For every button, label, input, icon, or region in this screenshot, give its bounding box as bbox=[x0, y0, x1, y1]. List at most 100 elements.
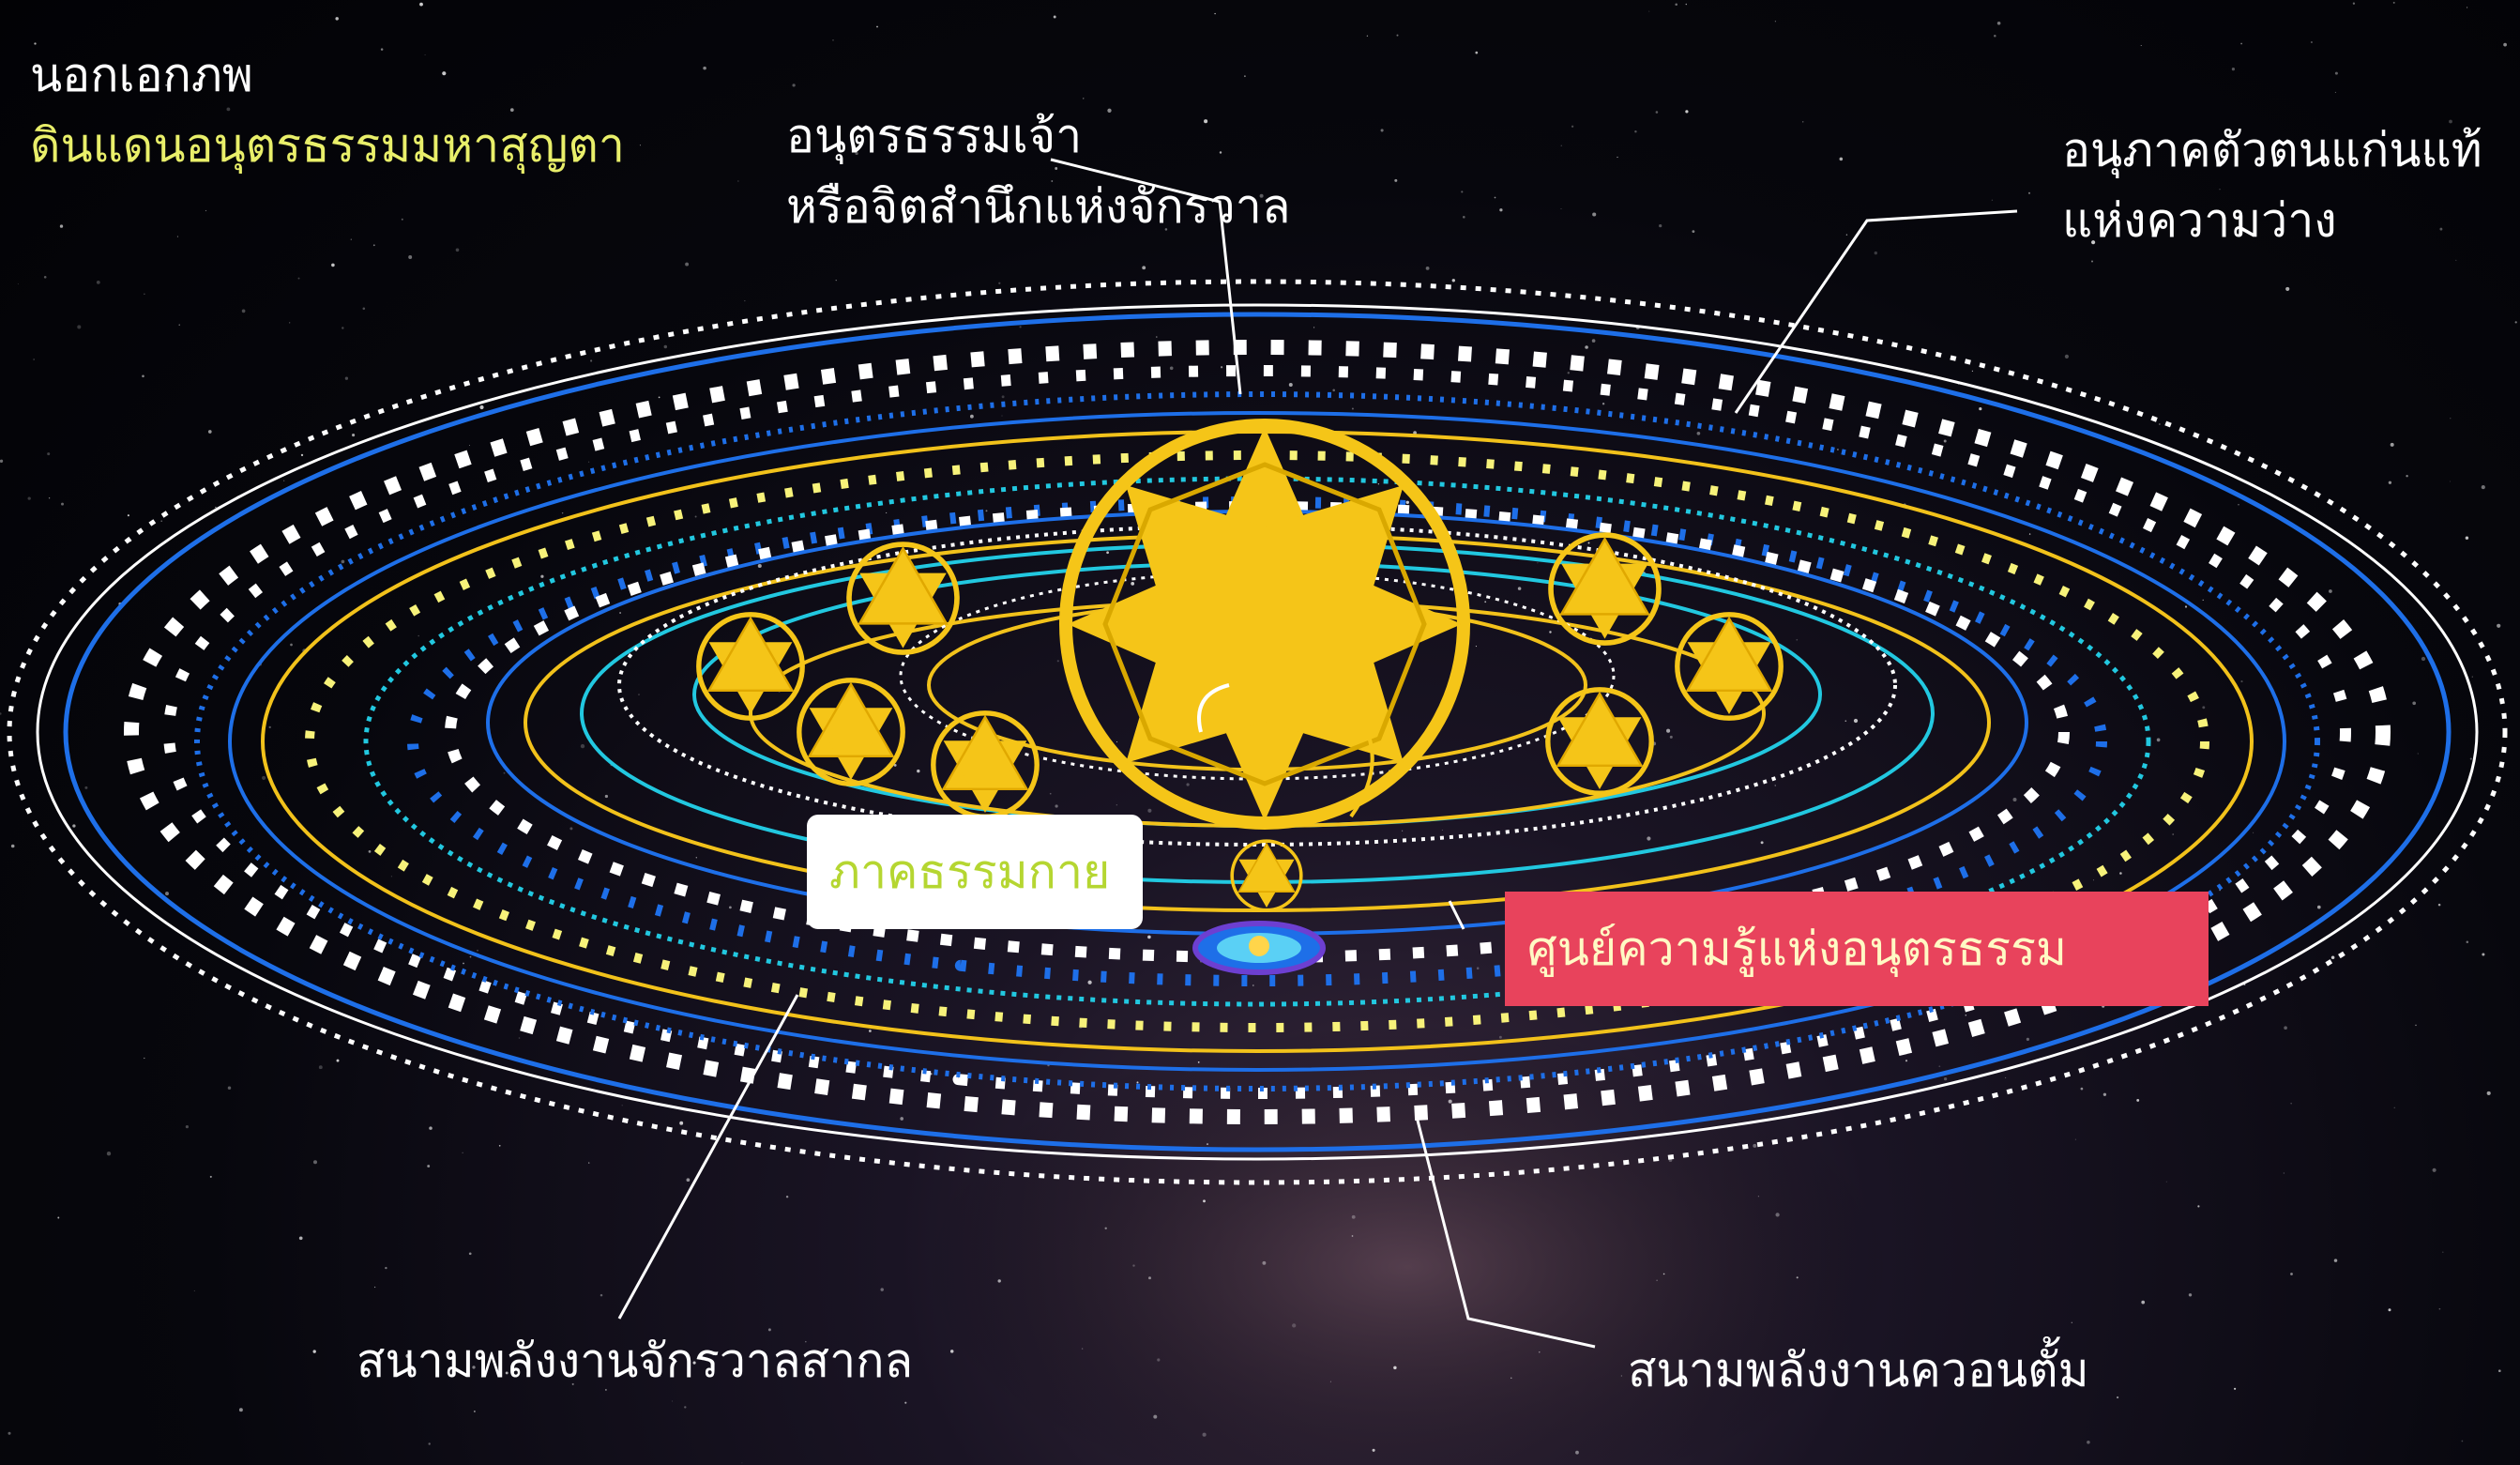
label-outside-universe: นอกเอกภพ bbox=[30, 48, 253, 102]
background-star bbox=[165, 84, 168, 86]
background-star bbox=[1087, 980, 1092, 984]
background-star bbox=[2392, 1, 2395, 4]
background-star bbox=[2465, 536, 2469, 540]
background-star bbox=[372, 244, 375, 247]
background-star bbox=[703, 66, 706, 70]
background-star bbox=[185, 1125, 189, 1129]
background-star bbox=[2283, 1172, 2285, 1174]
background-star bbox=[1634, 130, 1637, 133]
background-star bbox=[96, 281, 100, 284]
background-star bbox=[1971, 370, 1974, 373]
background-star bbox=[2172, 833, 2175, 835]
background-star bbox=[2184, 605, 2188, 608]
background-star bbox=[2423, 152, 2427, 155]
background-star bbox=[2074, 1138, 2076, 1140]
white-wavy-ring-inner bbox=[617, 524, 1897, 847]
background-star bbox=[350, 238, 352, 240]
background-star bbox=[427, 1165, 431, 1167]
background-star bbox=[876, 25, 878, 28]
background-star bbox=[2165, 1181, 2167, 1183]
background-star bbox=[209, 1175, 212, 1178]
background-star bbox=[2091, 240, 2096, 245]
background-star bbox=[1494, 196, 1496, 199]
background-star bbox=[1136, 1081, 1139, 1084]
background-star bbox=[362, 307, 366, 311]
background-star bbox=[1332, 389, 1335, 392]
background-star bbox=[238, 1408, 243, 1412]
background-star bbox=[2253, 832, 2254, 833]
background-star bbox=[1169, 366, 1174, 371]
background-star bbox=[619, 612, 622, 614]
background-star bbox=[2421, 656, 2426, 662]
background-star bbox=[1366, 35, 1369, 37]
background-star bbox=[886, 511, 888, 513]
background-star bbox=[1476, 967, 1480, 969]
label-universal-energy-field: สนามพลังงานจักรวาลสากล bbox=[357, 1334, 914, 1388]
background-star bbox=[1539, 1351, 1541, 1353]
background-star bbox=[2136, 1098, 2140, 1102]
background-star bbox=[1991, 199, 1994, 201]
background-star bbox=[2116, 1396, 2119, 1399]
background-star bbox=[1413, 431, 1417, 435]
background-star bbox=[10, 844, 15, 848]
background-star bbox=[479, 404, 484, 410]
background-star bbox=[1592, 212, 1597, 217]
background-star bbox=[1796, 1276, 1799, 1279]
background-star bbox=[2497, 623, 2501, 628]
background-star bbox=[692, 1361, 696, 1365]
background-star bbox=[342, 327, 344, 329]
background-star bbox=[331, 263, 335, 267]
background-star bbox=[1659, 223, 1662, 228]
small-star-icon bbox=[699, 615, 802, 718]
background-star bbox=[1116, 804, 1117, 806]
background-star bbox=[686, 1178, 691, 1183]
small-star-icon bbox=[1548, 690, 1651, 793]
background-star bbox=[2334, 71, 2338, 75]
small-star-icon bbox=[1551, 535, 1659, 643]
background-star bbox=[2064, 354, 2069, 359]
background-star bbox=[2231, 68, 2235, 71]
background-star bbox=[1560, 208, 1562, 209]
background-star bbox=[744, 300, 746, 302]
background-star bbox=[1517, 587, 1522, 590]
background-star bbox=[2417, 753, 2419, 755]
background-star bbox=[2202, 706, 2206, 710]
background-star bbox=[469, 955, 472, 958]
background-star bbox=[2005, 1076, 2007, 1078]
background-star bbox=[1475, 51, 1479, 54]
background-star bbox=[1380, 129, 1384, 132]
background-star bbox=[385, 1266, 387, 1270]
background-star bbox=[34, 42, 37, 45]
background-star bbox=[463, 962, 464, 965]
background-star bbox=[1685, 3, 1688, 6]
blue-ring-mid bbox=[228, 411, 2286, 1072]
background-star bbox=[2439, 227, 2443, 231]
background-star bbox=[998, 282, 1001, 284]
background-star bbox=[72, 824, 76, 828]
label-anuttara-void-realm: ดินแดนอนุตรธรรมมหาสุญตา bbox=[30, 118, 625, 173]
background-star bbox=[8, 1431, 11, 1435]
background-star bbox=[1405, 500, 1410, 505]
background-star bbox=[1848, 1364, 1850, 1366]
background-star bbox=[695, 857, 697, 859]
background-star bbox=[1001, 395, 1005, 399]
background-star bbox=[241, 309, 246, 313]
background-star bbox=[2090, 260, 2094, 263]
background-star bbox=[985, 510, 988, 512]
background-star bbox=[1463, 216, 1465, 219]
background-star bbox=[368, 850, 372, 853]
background-star bbox=[1329, 1381, 1331, 1382]
background-star bbox=[1666, 728, 1671, 733]
background-star bbox=[792, 84, 796, 87]
small-star-icon bbox=[934, 713, 1037, 816]
background-star bbox=[2310, 40, 2313, 44]
background-star bbox=[2027, 191, 2031, 194]
background-star bbox=[1796, 638, 1799, 641]
background-star bbox=[1705, 1360, 1707, 1363]
background-star bbox=[855, 151, 858, 156]
background-star bbox=[318, 1065, 323, 1070]
background-star bbox=[1001, 415, 1003, 417]
background-star bbox=[2461, 1440, 2464, 1442]
background-star bbox=[1351, 1235, 1354, 1237]
background-star bbox=[1155, 336, 1158, 338]
